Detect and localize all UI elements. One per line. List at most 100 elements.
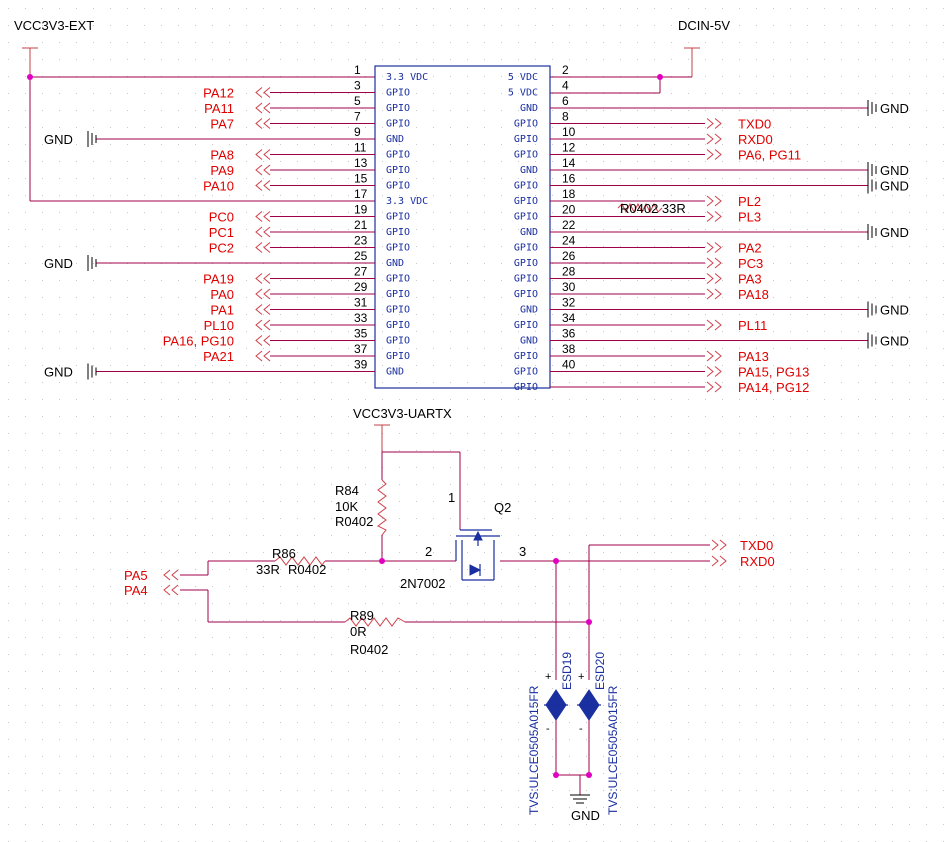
pin-name: 3.3 VDC <box>386 196 428 207</box>
pin-name: GND <box>386 367 404 378</box>
pin-number: 12 <box>562 141 576 155</box>
net-label: PA19 <box>203 272 234 287</box>
net-label: PA6, PG11 <box>738 148 801 163</box>
r89-ref: R89 <box>350 608 374 623</box>
pin-name: 3.3 VDC <box>386 72 428 83</box>
pin-name: GPIO <box>514 212 538 223</box>
pin-number: 7 <box>354 110 361 124</box>
pin-name: GND <box>520 305 538 316</box>
junction-dot <box>586 772 592 778</box>
r86-package: R0402 <box>288 562 326 577</box>
esd20-ref: ESD20 <box>593 652 607 690</box>
pin-number: 36 <box>562 327 576 341</box>
pin-name: GPIO <box>386 243 410 254</box>
pin-number: 39 <box>354 358 368 372</box>
pin-name: GPIO <box>386 320 410 331</box>
pin-number: 11 <box>354 141 367 155</box>
pin-number: 30 <box>562 280 576 294</box>
net-label: PA9 <box>210 163 234 178</box>
pin-name: GPIO <box>514 196 538 207</box>
net-label: PC1 <box>209 225 234 240</box>
pin-number: 26 <box>562 249 576 263</box>
gnd-label: GND <box>880 163 909 178</box>
net-label: PA8 <box>210 148 234 163</box>
r89-package: R0402 <box>350 642 388 657</box>
pin-number: 8 <box>562 110 569 124</box>
net-label: PA18 <box>738 287 769 302</box>
pin-number: 19 <box>354 203 368 217</box>
pin-number: 29 <box>354 280 368 294</box>
pin-number: 3 <box>354 79 361 93</box>
gnd-label: GND <box>880 303 909 318</box>
pin20-resistor-label: R0402 33R <box>620 201 686 216</box>
junction-dot <box>27 74 33 80</box>
net-label: PL10 <box>204 318 234 333</box>
pin-name: GPIO <box>514 134 538 145</box>
esd19-ref: ESD19 <box>560 652 574 690</box>
gnd-label: GND <box>44 256 73 271</box>
pin-name: GPIO <box>514 351 538 362</box>
header-pin-4: 45 VDC <box>508 79 569 99</box>
pa4-port: PA4 <box>124 583 179 598</box>
esd19-minus: - <box>546 723 550 735</box>
r89-value: 0R <box>350 624 367 639</box>
net-label: PA7 <box>210 117 234 132</box>
gnd-label: GND <box>880 334 909 349</box>
pin-name: GPIO <box>514 258 538 269</box>
pa5-label: PA5 <box>124 568 148 583</box>
q2-ref: Q2 <box>494 500 511 515</box>
pin-number: 38 <box>562 342 576 356</box>
header-pin-1: 13.3 VDC <box>354 63 428 83</box>
pin-name: GPIO <box>514 320 538 331</box>
header-pin-17: 173.3 VDC <box>354 187 428 207</box>
pin-name: GPIO <box>386 119 410 130</box>
net-label: TXD0 <box>738 117 771 132</box>
net-label: PA16, PG10 <box>163 334 234 349</box>
pin-number: 13 <box>354 156 368 170</box>
junction-dot <box>553 558 559 564</box>
q2-mosfet: 1 Q2 2 3 2N7002 <box>400 490 526 591</box>
pin-number: 35 <box>354 327 368 341</box>
gnd-label: GND <box>44 365 73 380</box>
esd20-part: TVS:ULCE0505A015FR <box>606 685 620 815</box>
left-pin-group: 13.3 VDC3GPIOPA125GPIOPA117GPIOPA79GNDGN… <box>44 63 428 380</box>
net-label: PA0 <box>210 287 234 302</box>
net-label: PA3 <box>738 272 762 287</box>
net-label: PC0 <box>209 210 234 225</box>
pin-number: 16 <box>562 172 576 186</box>
net-label: PA10 <box>203 179 234 194</box>
vcc3v3-ext-label: VCC3V3-EXT <box>14 18 94 33</box>
txd0-port: TXD0 <box>711 538 773 553</box>
pin-name: GPIO <box>386 274 410 285</box>
pin-number: 28 <box>562 265 576 279</box>
pin-name: GND <box>520 103 538 114</box>
pin-name: GPIO <box>386 227 410 238</box>
pin-name: GPIO <box>386 289 410 300</box>
gpio-header-body <box>374 65 551 389</box>
pin-name: GPIO <box>514 119 538 130</box>
junction-dot <box>553 772 559 778</box>
pin-number: 4 <box>562 79 569 93</box>
pin-name: GPIO <box>514 243 538 254</box>
